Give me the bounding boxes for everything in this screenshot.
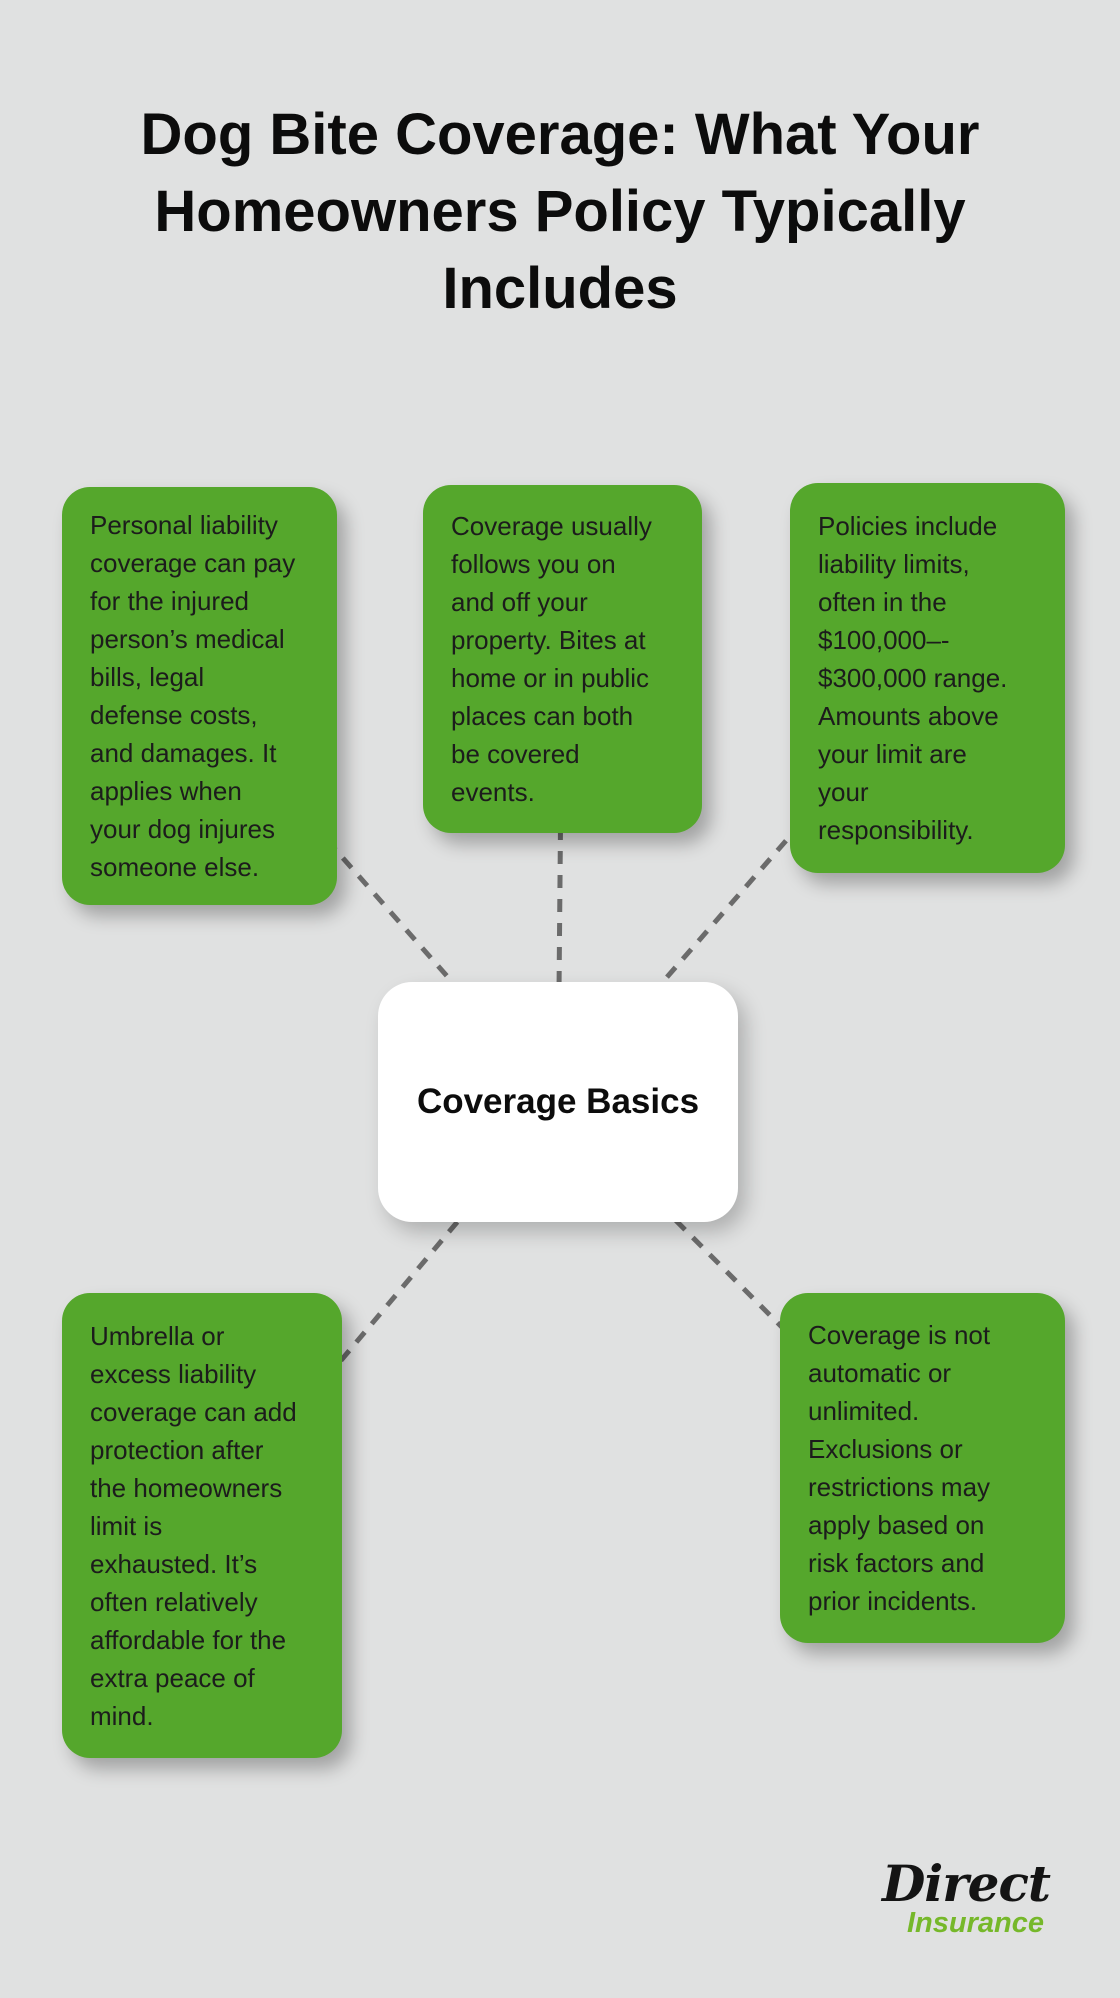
center-node-label: Coverage Basics [416, 1082, 700, 1121]
direct-insurance-logo: Direct Insurance [881, 1854, 1051, 1939]
card-not-automatic: Coverage is not automatic or unlimited. … [780, 1293, 1065, 1643]
logo-secondary-text: Insurance [907, 1907, 1044, 1939]
connector-line-top-left [198, 694, 560, 1104]
card-text: Coverage usually follows you on and off … [451, 511, 652, 807]
logo-primary-text: Direct [881, 1854, 1051, 1913]
center-node: Coverage Basics [378, 982, 738, 1222]
card-text: Coverage is not automatic or unlimited. … [808, 1320, 991, 1616]
card-on-and-off-property: Coverage usually follows you on and off … [423, 485, 702, 833]
card-liability-limits: Policies include liability limits, often… [790, 483, 1065, 873]
card-text: Policies include liability limits, often… [818, 511, 1008, 845]
card-text: Personal liability coverage can pay for … [90, 510, 296, 882]
card-text: Umbrella or excess liability coverage ca… [90, 1320, 297, 1731]
page-title: Dog Bite Coverage: What Your Homeowners … [140, 102, 980, 321]
card-umbrella-coverage: Umbrella or excess liability coverage ca… [62, 1293, 342, 1758]
card-personal-liability: Personal liability coverage can pay for … [62, 487, 337, 905]
